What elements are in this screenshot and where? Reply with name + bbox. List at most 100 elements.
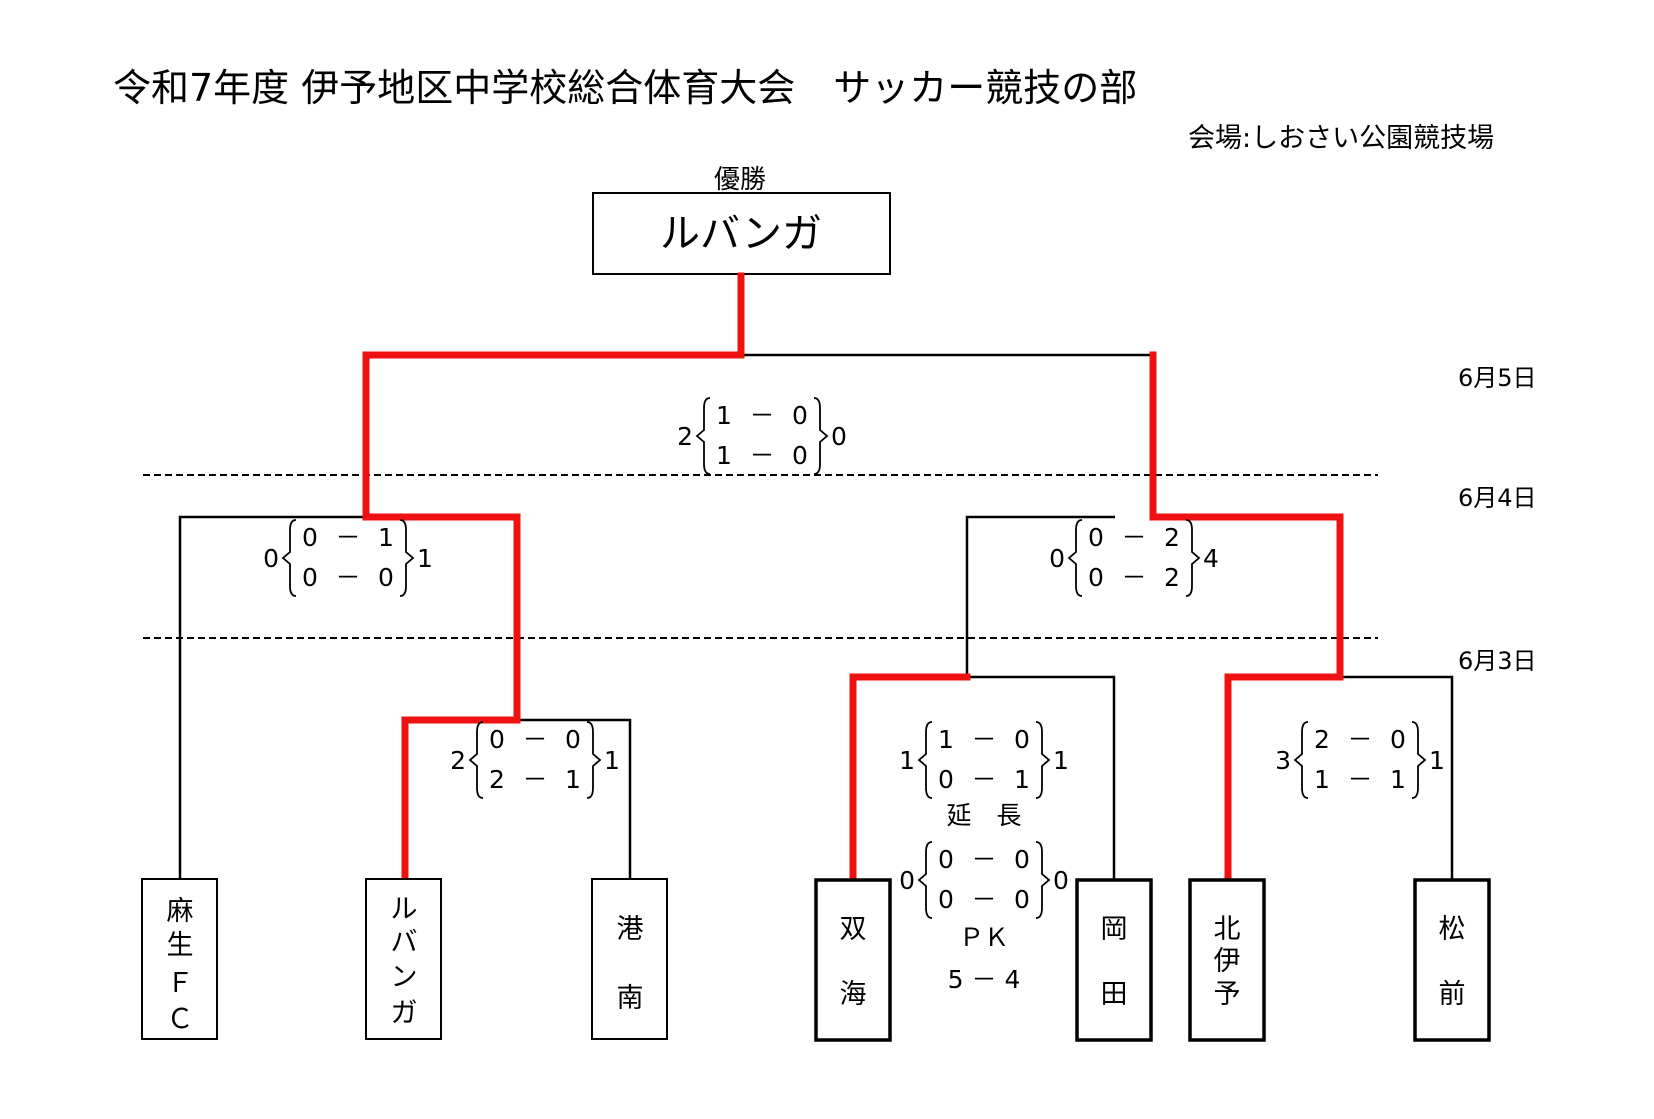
team-box-konan — [591, 878, 668, 1040]
pk-label: ＰＫ — [959, 923, 1009, 952]
score-rubanga-konan-half2-dash: － — [522, 765, 547, 794]
score-rubanga-konan-half2-left: 2 — [489, 765, 505, 794]
winning-path — [362, 272, 1344, 884]
score-futami-okada-extra-half1-right: 0 — [1014, 845, 1030, 874]
score-semi-left-total-right: 1 — [417, 544, 433, 573]
score-futami-okada-left-brace — [917, 721, 933, 799]
extra-time-label: 延 長 — [946, 801, 1021, 830]
score-rubanga-konan-half1-right: 0 — [565, 725, 581, 754]
score-rubanga-konan-half1-left: 0 — [489, 725, 505, 754]
score-rubanga-konan-right-brace — [586, 721, 602, 799]
score-semi-right-total-right: 4 — [1203, 544, 1219, 573]
team-char: Ｆ — [167, 968, 194, 999]
score-futami-okada-half2-dash: － — [971, 765, 996, 794]
score-semi-left-left-brace — [281, 519, 297, 597]
asofc-line — [178, 515, 366, 880]
score-futami-okada-extra-right-brace — [1035, 841, 1051, 919]
score-rubanga-konan-total-left: 2 — [450, 746, 466, 775]
winning-path-futami — [849, 673, 971, 884]
team-char: 双 — [840, 914, 867, 945]
score-final-half2-dash: － — [749, 441, 774, 470]
score-futami-okada-extra-total-left: 0 — [899, 866, 915, 895]
team-box-futami — [814, 878, 892, 1042]
score-kitaiyo-masaki-half2-right: 1 — [1390, 765, 1406, 794]
page-title: 令和7年度 伊予地区中学校総合体育大会 サッカー競技の部 — [113, 66, 1137, 110]
date-semifinal: 6月4日 — [1458, 484, 1537, 512]
score-semi-right-half1-dash: － — [1121, 523, 1146, 552]
score-semi-left-half1-right: 1 — [378, 523, 394, 552]
winning-path-rubanga — [362, 272, 745, 884]
score-semi-right-half2-left: 0 — [1088, 563, 1104, 592]
team-char: 予 — [1214, 979, 1241, 1010]
team-char: ル — [391, 894, 418, 925]
team-box-kitaiyo — [1188, 878, 1266, 1042]
score-kitaiyo-masaki-total-left: 3 — [1275, 746, 1291, 775]
score-futami-okada-extra-total-right: 0 — [1053, 866, 1069, 895]
score-futami-okada-extra-half1-dash: － — [971, 845, 996, 874]
score-futami-okada-total-left: 1 — [899, 746, 915, 775]
score-final-right-brace — [813, 397, 829, 475]
team-boxes: 麻 生 Ｆ Ｃ ル バ ン ガ 港 南 双 海 岡 田 北 伊 予 松 前 — [141, 878, 1491, 1042]
score-semi-right-half2-dash: － — [1121, 563, 1146, 592]
score-semi-left-half1-left: 0 — [302, 523, 318, 552]
team-box-okada — [1075, 878, 1153, 1042]
score-semi-left-half1-dash: － — [335, 523, 360, 552]
team-char: 田 — [1101, 979, 1128, 1010]
score-futami-okada-extra-half2-dash: － — [971, 885, 996, 914]
score-final-half2-right: 0 — [792, 441, 808, 470]
score-semi-left-half2-right: 0 — [378, 563, 394, 592]
score-rubanga-konan-half1-dash: － — [522, 725, 547, 754]
team-char: 松 — [1439, 914, 1466, 945]
team-char: 港 — [617, 914, 644, 945]
team-char: 南 — [617, 983, 644, 1014]
score-kitaiyo-masaki-half2-dash: － — [1347, 765, 1372, 794]
team-char: 前 — [1439, 979, 1466, 1010]
score-semi-right-half1-left: 0 — [1088, 523, 1104, 552]
score-kitaiyo-masaki-half2-left: 1 — [1314, 765, 1330, 794]
venue-label: 会場:しおさい公園競技場 — [1188, 123, 1494, 154]
winning-path-kitaiyo — [1149, 351, 1344, 884]
team-char: 北 — [1214, 914, 1241, 945]
pk-score: 5 － 4 — [948, 965, 1021, 994]
champion-name: ルバンガ — [660, 211, 822, 257]
date-first-round: 6月3日 — [1458, 647, 1537, 675]
date-final: 6月5日 — [1458, 364, 1537, 392]
score-semi-right-right-brace — [1185, 519, 1201, 597]
score-final-half1-dash: － — [749, 401, 774, 430]
score-final-half1-left: 1 — [716, 401, 732, 430]
score-rubanga-konan-total-right: 1 — [604, 746, 620, 775]
score-semi-left-right-brace — [399, 519, 415, 597]
masaki-line — [1340, 675, 1454, 880]
score-futami-okada-half1-right: 0 — [1014, 725, 1030, 754]
team-char: Ｃ — [167, 1004, 194, 1035]
score-final-half2-left: 1 — [716, 441, 732, 470]
score-futami-okada-extra-half1-left: 0 — [938, 845, 954, 874]
team-char: 伊 — [1214, 946, 1241, 977]
team-box-rubanga — [365, 878, 442, 1040]
score-kitaiyo-masaki-half1-dash: － — [1347, 725, 1372, 754]
okada-line — [967, 675, 1116, 880]
score-kitaiyo-masaki-left-brace — [1293, 721, 1309, 799]
score-futami-okada-extra-half2-left: 0 — [938, 885, 954, 914]
team-char: 岡 — [1101, 914, 1128, 945]
score-kitaiyo-masaki-half1-right: 0 — [1390, 725, 1406, 754]
team-char: 海 — [840, 979, 867, 1010]
team-char: ン — [391, 962, 418, 993]
team-char: 麻 — [167, 896, 194, 927]
score-futami-okada-half1-dash: － — [971, 725, 996, 754]
score-futami-okada-extra-left-brace — [917, 841, 933, 919]
konan-line — [517, 718, 632, 880]
team-char: バ — [391, 927, 418, 958]
score-semi-right-left-brace — [1067, 519, 1083, 597]
semi-right-connector — [965, 515, 1115, 677]
score-kitaiyo-masaki-right-brace — [1411, 721, 1427, 799]
champion-label: 優勝 — [714, 165, 766, 195]
team-char: 生 — [167, 930, 194, 961]
score-kitaiyo-masaki-total-right: 1 — [1429, 746, 1445, 775]
